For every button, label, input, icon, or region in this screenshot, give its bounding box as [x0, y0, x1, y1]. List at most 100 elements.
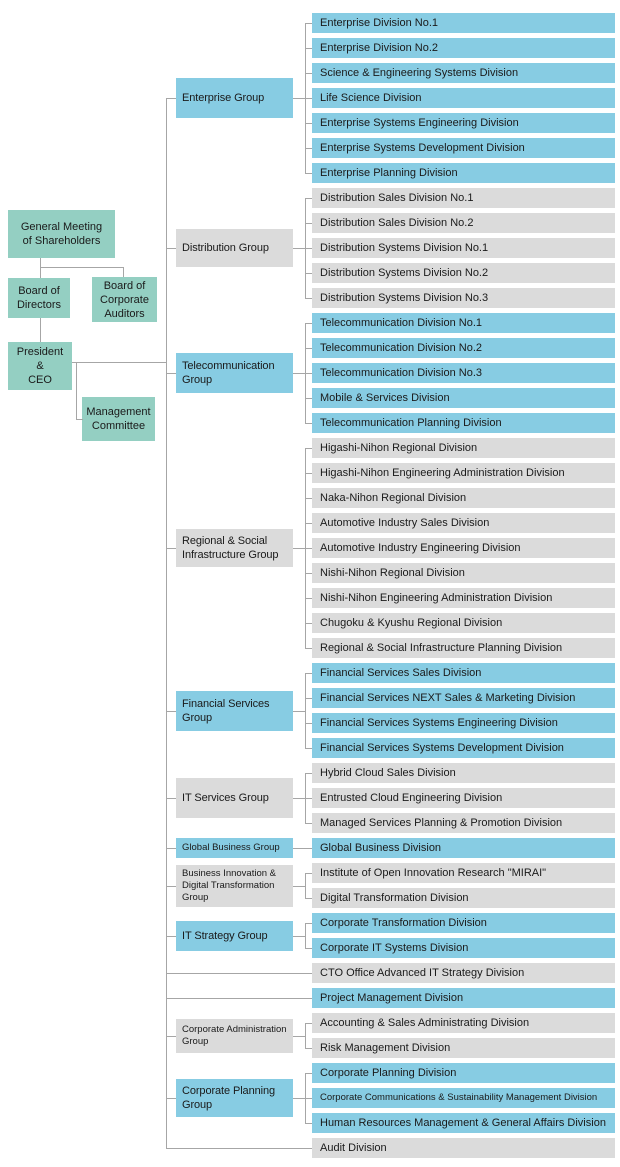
division-financial-services-sales-division: Financial Services Sales Division	[312, 663, 615, 683]
label-line: Group	[182, 892, 209, 903]
division-distribution-sales-division-no-2: Distribution Sales Division No.2	[312, 213, 615, 233]
division-label: Financial Services Sales Division	[320, 667, 482, 679]
trunk-to-group-line	[166, 848, 176, 849]
label-line: Telecommunication	[182, 360, 275, 372]
label-line: Digital Transformation	[182, 880, 275, 891]
connector-to-division-line	[305, 1123, 312, 1124]
division-label: Enterprise Systems Engineering Division	[320, 117, 519, 129]
division-enterprise-division-no-2: Enterprise Division No.2	[312, 38, 615, 58]
division-enterprise-systems-development-division: Enterprise Systems Development Division	[312, 138, 615, 158]
division-institute-of-open-innovation-research-mirai: Institute of Open Innovation Research "M…	[312, 863, 615, 883]
connector-to-division-line	[305, 798, 312, 799]
division-label: Distribution Sales Division No.2	[320, 217, 474, 229]
group-to-connector-line	[293, 1036, 305, 1037]
connector-to-division-line	[305, 873, 312, 874]
division-higashi-nihon-regional-division: Higashi-Nihon Regional Division	[312, 438, 615, 458]
division-label: Distribution Systems Division No.2	[320, 267, 489, 279]
division-label: Financial Services Systems Engineering D…	[320, 717, 558, 729]
division-label: Global Business Division	[320, 842, 442, 854]
connector-to-division-line	[305, 23, 312, 24]
division-label: Project Management Division	[320, 992, 464, 1004]
division-financial-services-systems-engineering-division: Financial Services Systems Engineering D…	[312, 713, 615, 733]
division-risk-management-division: Risk Management Division	[312, 1038, 615, 1058]
division-label: Financial Services Systems Development D…	[320, 742, 564, 754]
division-label: Nishi-Nihon Engineering Administration D…	[320, 592, 553, 604]
label-line: Group	[182, 1036, 209, 1047]
connector-to-division-line	[305, 898, 312, 899]
connector-to-division-line	[305, 98, 312, 99]
group-to-connector-line	[293, 711, 305, 712]
connector-to-division-line	[305, 423, 312, 424]
division-corporate-planning-division: Corporate Planning Division	[312, 1063, 615, 1083]
connector-to-division-line	[305, 698, 312, 699]
trunk-to-group-line	[166, 98, 176, 99]
division-corporate-communications-sustainability-management-division: Corporate Communications & Sustainabilit…	[312, 1088, 615, 1108]
division-label: Life Science Division	[320, 92, 422, 104]
division-label: Distribution Systems Division No.1	[320, 242, 489, 254]
label-line: Corporate Planning	[182, 1085, 275, 1097]
group-to-connector-line	[293, 248, 305, 249]
division-mobile-services-division: Mobile & Services Division	[312, 388, 615, 408]
trunk-to-group-line	[166, 548, 176, 549]
connector-to-division-line	[305, 248, 312, 249]
group-to-connector-line	[293, 886, 305, 887]
label-line: Distribution Group	[182, 242, 269, 254]
connector-to-division-line	[305, 623, 312, 624]
division-label: Telecommunication Division No.3	[320, 367, 483, 379]
group-global-business-group: Global Business Group	[176, 838, 293, 858]
connector-to-division-line	[305, 398, 312, 399]
division-regional-social-infrastructure-planning-division: Regional & Social Infrastructure Plannin…	[312, 638, 615, 658]
label-line: Enterprise Group	[182, 92, 265, 104]
division-enterprise-division-no-1: Enterprise Division No.1	[312, 13, 615, 33]
connector-to-division-line	[305, 273, 312, 274]
connector-to-division-line	[305, 473, 312, 474]
division-label: Corporate Communications & Sustainabilit…	[320, 1092, 598, 1103]
connector-to-division-line	[305, 148, 312, 149]
connector-to-division-line	[305, 1098, 312, 1099]
label-line: Corporate Administration	[182, 1024, 287, 1035]
division-chugoku-kyushu-regional-division: Chugoku & Kyushu Regional Division	[312, 613, 615, 633]
division-distribution-systems-division-no-2: Distribution Systems Division No.2	[312, 263, 615, 283]
connector-to-division-line	[305, 648, 312, 649]
connector-to-division-line	[305, 523, 312, 524]
executive-connector-line	[76, 419, 83, 420]
connector-to-division-line	[305, 948, 312, 949]
division-hybrid-cloud-sales-division: Hybrid Cloud Sales Division	[312, 763, 615, 783]
label-line: Global Business Group	[182, 842, 280, 853]
division-nishi-nihon-regional-division: Nishi-Nihon Regional Division	[312, 563, 615, 583]
trunk-to-group-line	[166, 798, 176, 799]
trunk-to-group-line	[166, 1098, 176, 1099]
connector-to-division-line	[305, 173, 312, 174]
group-to-connector-line	[293, 1098, 305, 1099]
connector-to-division-line	[305, 573, 312, 574]
division-telecommunication-division-no-2: Telecommunication Division No.2	[312, 338, 615, 358]
division-managed-services-planning-promotion-division: Managed Services Planning & Promotion Di…	[312, 813, 615, 833]
connector-to-division-line	[305, 48, 312, 49]
group-to-connector-line	[293, 373, 305, 374]
division-label: Audit Division	[320, 1142, 387, 1154]
division-label: Enterprise Planning Division	[320, 167, 458, 179]
division-label: Corporate Transformation Division	[320, 917, 487, 929]
division-label: Accounting & Sales Administrating Divisi…	[320, 1017, 530, 1029]
connector-to-division-line	[305, 323, 312, 324]
division-connector-line	[305, 873, 306, 898]
connector-to-division-line	[305, 548, 312, 549]
executive-connector-line	[40, 318, 41, 342]
connector-to-division-line	[305, 723, 312, 724]
label-line: Directors	[16, 299, 61, 311]
division-label: Risk Management Division	[320, 1042, 451, 1054]
label-line: Board of	[18, 285, 60, 297]
label-line: Group	[182, 712, 213, 724]
executive-connector-line	[40, 267, 124, 268]
label-line: IT Strategy Group	[182, 930, 268, 942]
label-line: Business Innovation &	[182, 868, 277, 879]
executive-connector-line	[72, 362, 167, 363]
label-line: Group	[182, 1099, 213, 1111]
group-it-services-group: IT Services Group	[176, 778, 293, 818]
division-label: Institute of Open Innovation Research "M…	[320, 867, 547, 879]
